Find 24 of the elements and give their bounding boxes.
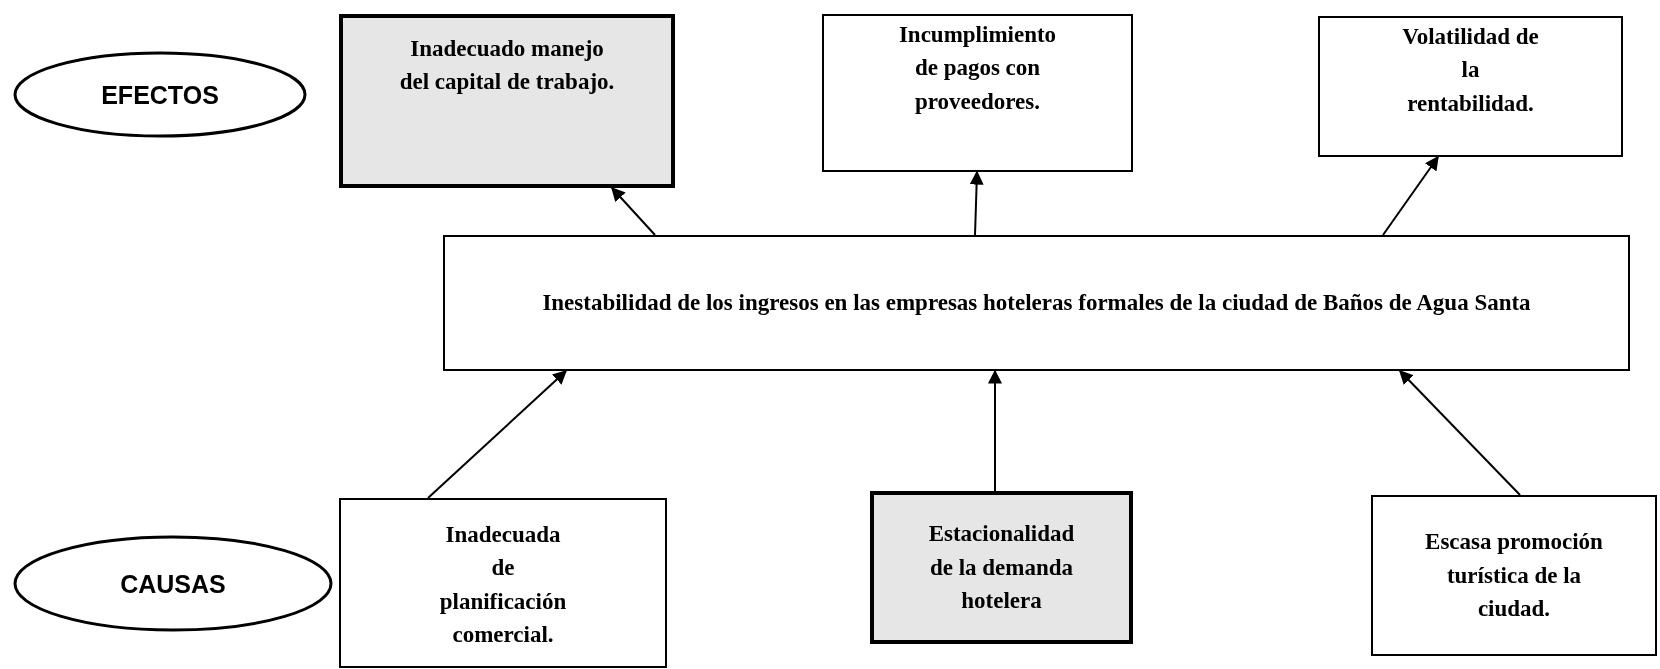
box-text: Incumplimiento de pagos con proveedores. bbox=[897, 21, 1058, 116]
arrow bbox=[427, 370, 568, 499]
box-text: Inadecuado manejo del capital de trabajo. bbox=[398, 35, 616, 97]
box-text: Volatilidad de la rentabilidad. bbox=[1401, 23, 1540, 118]
section-label: EFECTOS bbox=[100, 79, 220, 110]
arrow bbox=[1382, 155, 1439, 236]
box-text: Estacionalidad de la demanda hotelera bbox=[927, 520, 1076, 616]
box-text: Inestabilidad de los ingresos en las empresas hoteleras formales de la ciudad de Baños de Agua Santa bbox=[541, 289, 1532, 318]
effects-ellipse bbox=[13, 51, 307, 138]
cause-box bbox=[339, 498, 667, 668]
arrow bbox=[969, 170, 984, 236]
causes-ellipse bbox=[13, 535, 333, 632]
cause-box bbox=[870, 491, 1133, 644]
arrow bbox=[988, 369, 1002, 492]
effect-box bbox=[1318, 16, 1623, 157]
effect-box bbox=[822, 14, 1133, 172]
section-label: CAUSAS bbox=[119, 568, 227, 599]
box-text: Inadecuada de planificación comercial. bbox=[438, 521, 568, 650]
effect-box bbox=[339, 14, 675, 188]
box-text: Escasa promoción turística de la ciudad. bbox=[1424, 528, 1604, 624]
cause-box bbox=[1371, 495, 1657, 656]
arrow bbox=[1399, 370, 1521, 496]
arrow bbox=[611, 186, 656, 236]
problem-box bbox=[443, 235, 1630, 371]
